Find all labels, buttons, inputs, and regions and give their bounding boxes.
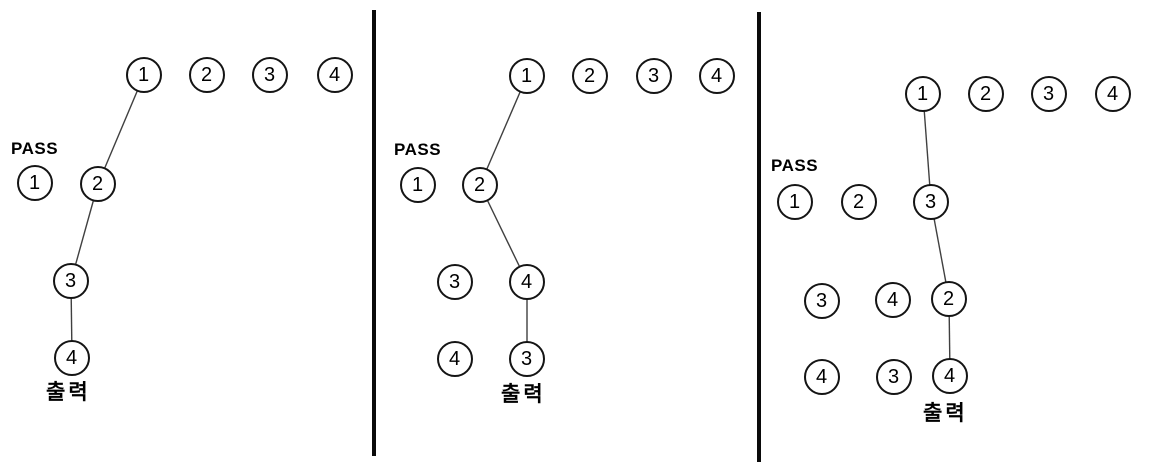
- side-node: 4: [803, 358, 840, 395]
- input-node: 1: [508, 57, 545, 94]
- side-node: 4: [874, 281, 911, 318]
- output-node: 3: [508, 340, 545, 377]
- input-node: 1: [125, 56, 162, 93]
- input-node: 2: [571, 57, 608, 94]
- input-node: 4: [316, 56, 353, 93]
- pass-node: 1: [16, 164, 53, 201]
- output-node: 4: [931, 357, 968, 394]
- pass-node: 1: [776, 183, 813, 220]
- side-node: 3: [803, 282, 840, 319]
- chain-node: 3: [52, 262, 89, 299]
- pass-node: 2: [840, 183, 877, 220]
- chain-node: 3: [912, 183, 949, 220]
- pass-label: PASS: [11, 139, 59, 158]
- input-node: 4: [698, 57, 735, 94]
- side-node: 3: [875, 358, 912, 395]
- pass-label: PASS: [771, 156, 819, 175]
- input-node: 4: [1094, 75, 1131, 112]
- side-node: 4: [436, 340, 473, 377]
- pass-node: 1: [399, 166, 436, 203]
- output-label: 출력: [923, 402, 968, 425]
- pass-label: PASS: [394, 140, 442, 159]
- output-label: 출력: [46, 381, 91, 404]
- input-node: 3: [251, 56, 288, 93]
- panel-divider: [372, 10, 376, 456]
- input-node: 1: [904, 75, 941, 112]
- edge: [479, 75, 528, 186]
- output-node: 4: [53, 339, 90, 376]
- chain-node: 2: [79, 165, 116, 202]
- output-label: 출력: [501, 383, 546, 406]
- input-node: 2: [188, 56, 225, 93]
- panel-divider: [757, 12, 761, 462]
- chain-node: 4: [508, 263, 545, 300]
- chain-node: 2: [930, 280, 967, 317]
- side-node: 3: [436, 263, 473, 300]
- input-node: 3: [1030, 75, 1067, 112]
- chain-node: 2: [461, 166, 498, 203]
- input-node: 2: [967, 75, 1004, 112]
- input-node: 3: [635, 57, 672, 94]
- edge: [97, 74, 145, 185]
